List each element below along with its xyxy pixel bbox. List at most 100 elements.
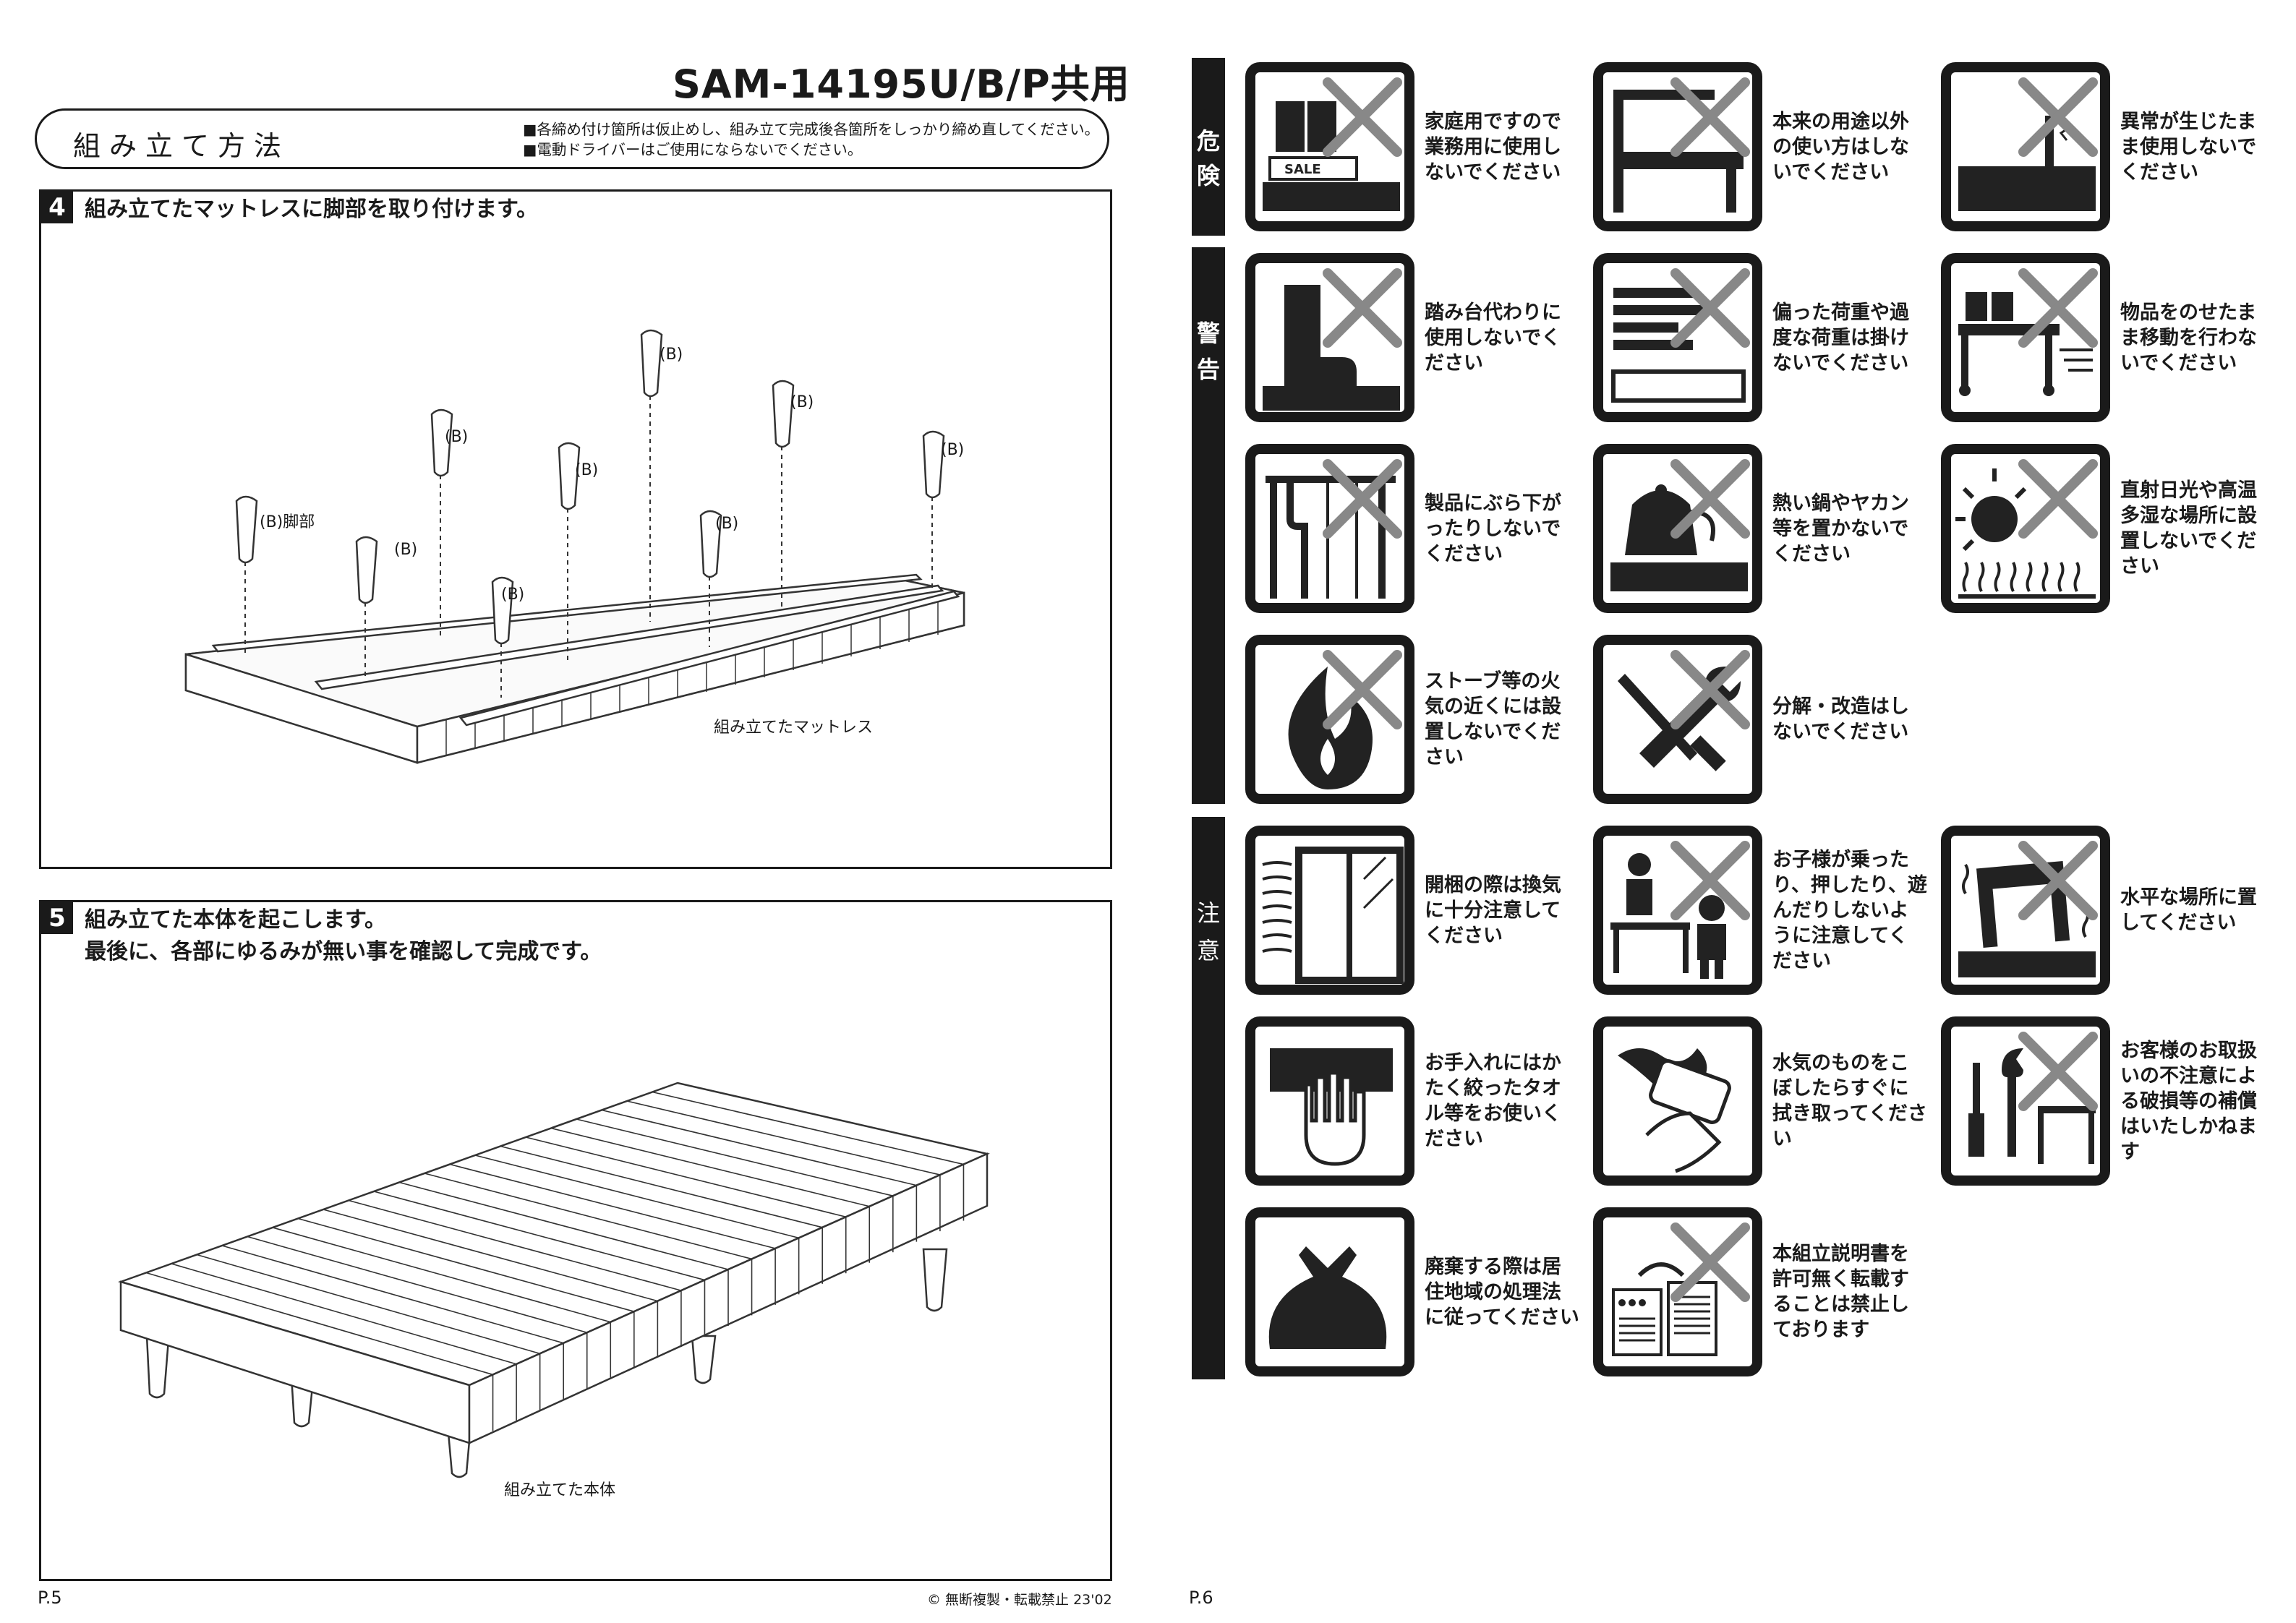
mattress-stripe [272,1227,611,1323]
moving-load-icon [1941,253,2110,422]
warning-item: 開梱の際は換気に十分注意してください [1245,826,1585,999]
bed-misuse-icon [1593,62,1762,231]
warning-item: ストーブ等の火気の近くには設置しないでください [1245,635,1585,808]
warning-text: 本来の用途以外の使い方はしないでください [1772,110,1909,184]
mattress-stripe [449,1163,776,1249]
leg [355,536,378,604]
leg [558,442,581,510]
step-number: 4 [41,192,73,223]
step-4-panel: 4 組み立てたマットレスに脚部を取り付けます。 [39,189,1112,869]
wipe-hand-icon [1245,1016,1414,1186]
note-line: ■電動ドライバーはご使用にならないでください。 [523,141,863,158]
warning-item: お子様が乗ったり、押したり、遊んだりしないように注意してください [1593,826,1933,999]
warning-item: 本来の用途以外の使い方はしないでください [1593,62,1933,236]
warning-item: 異常が生じたまま使用しないでください [1941,62,2281,236]
warning-item: お手入れにはかたく絞ったタオル等をお使いください [1245,1016,1585,1190]
warning-item: 本組立説明書を許可無く転載することは禁止しております [1593,1207,1933,1381]
mattress-stripe [196,1254,540,1355]
warning-text: 分解・改造はしないでください [1772,695,1909,743]
mattress-stripe [550,1127,870,1207]
uneven-load-icon [1593,253,1762,422]
step-title-line2: 最後に、各部にゆるみが無い事を確認して完成です。 [85,939,602,964]
children-icon [1593,826,1762,995]
body-label: 組み立てた本体 [504,1481,615,1499]
shop-display-icon: SALE [1245,62,1414,231]
step-title: 組み立てたマットレスに脚部を取り付けます。 [85,197,538,222]
warning-item: 物品をのせたまま移動を行わないでください [1941,253,2281,427]
warning-text: お手入れにはかたく絞ったタオル等をお使いください [1425,1052,1561,1150]
warning-item: 偏った荷重や過度な荷重は掛けないでください [1593,253,1933,427]
mattress-stripe [398,1181,729,1270]
leg-label: (B) [501,586,524,604]
warning-text: 本組立説明書を許可無く転載することは禁止しております [1772,1243,1909,1341]
warning-item: 水平な場所に置してください [1941,826,2281,999]
warning-text: 直射日光や高温多湿な場所に設置しないでください [2120,479,2257,578]
section-header: 組み立て方法 ■各締め付け箇所は仮止めし、組み立て完成後各箇所をしっかり締め直し… [35,108,1109,169]
mattress-stripe [576,1118,894,1196]
warning-item: 直射日光や高温多湿な場所に設置しないでください [1941,444,2281,617]
leg [235,495,258,564]
warning-text: 物品をのせたまま移動を行わないでください [2120,301,2257,374]
mattress-stripe [247,1236,587,1334]
mattress-legs-illustration: (B)脚部 (B) (B) (B) (B) (B) (B) (B) (B) 組み… [184,329,965,764]
copyright-notice: © 無断複製・転載禁止 23'02 [927,1592,1112,1608]
warning-text: 偏った荷重や過度な荷重は掛けないでください [1772,301,1909,374]
warning-item: お客様のお取扱いの不注意による破損等の補償はいたしかねます [1941,1016,2281,1190]
wipe-cloth-icon [1593,1016,1762,1186]
leg [430,408,453,477]
leg-label: (B) [715,515,738,533]
warning-text: 開梱の際は換気に十分注意してください [1425,873,1561,947]
leg [491,576,514,645]
model-number: SAM-14195U/B/P共用 [673,61,1130,107]
leg [640,329,663,398]
note-line: ■各締め付け箇所は仮止めし、組み立て完成後各箇所をしっかり締め直してください。 [523,121,1100,138]
section-title: 組み立て方法 [73,130,291,162]
leg [699,510,722,578]
warning-item: 熱い鍋やヤカン等を置かないでください [1593,444,1933,617]
mattress-stripe [601,1109,917,1186]
abnormal-use-icon [1941,62,2110,231]
mattress-stripe [626,1100,941,1176]
leg-label: (B) [445,428,468,446]
assembled-bed-illustration: 組み立てた本体 [117,1082,990,1499]
mattress-stripe [373,1191,705,1281]
warning-text: 製品にぶら下がったりしないでください [1425,492,1561,565]
copy-manual-icon [1593,1207,1762,1376]
mattress-stripe [500,1145,823,1228]
hanging-icon [1245,444,1414,613]
warning-item: 踏み台代わりに使用しないでください [1245,253,1585,427]
page-number-left: P.5 [38,1588,62,1608]
leg-label: (B) [941,441,964,459]
mattress-stripe [297,1217,635,1312]
assembly-notes: ■各締め付け箇所は仮止めし、組み立て完成後各箇所をしっかり締め直してください。 … [523,119,1099,160]
ventilation-icon [1245,826,1414,995]
mattress-stripe [348,1199,682,1291]
page-number-right: P.6 [1189,1588,1213,1608]
mattress-stripe [424,1173,752,1260]
category-caution: 注 意 [1192,817,1225,1379]
warning-text: 水気のものをこぼしたらすぐに拭き取ってください [1772,1052,1927,1150]
leg [922,430,945,499]
warning-text: お子様が乗ったり、押したり、遊んだりしないように注意してください [1772,848,1927,972]
leg-label: (B) [660,346,683,364]
category-danger: 危 険 [1192,58,1225,236]
step-number: 5 [41,902,73,934]
flame-icon [1245,635,1414,804]
warning-item: 廃棄する際は居住地域の処理法に従ってください [1245,1207,1585,1381]
boot-step-icon [1245,253,1414,422]
mattress-stripe [474,1155,799,1239]
warning-text: ストーブ等の火気の近くには設置しないでください [1425,670,1561,768]
leg-label: (B)脚部 [260,513,315,531]
svg-text:SALE: SALE [1284,162,1321,177]
warning-text: 水平な場所に置してください [2120,886,2257,934]
leg [772,380,795,448]
step-title: 組み立てた本体を起こします。 [85,907,386,933]
warning-item: 製品にぶら下がったりしないでください [1245,444,1585,617]
mattress-stripe [652,1091,964,1165]
garbage-bag-icon [1245,1207,1414,1376]
mattress-stripe [171,1263,517,1365]
mattress-stripe [145,1272,493,1376]
warning-text: お客様のお取扱いの不注意による破損等の補償はいたしかねます [2120,1039,2257,1163]
tools-icon [1593,635,1762,804]
sun-humidity-icon [1941,444,2110,613]
